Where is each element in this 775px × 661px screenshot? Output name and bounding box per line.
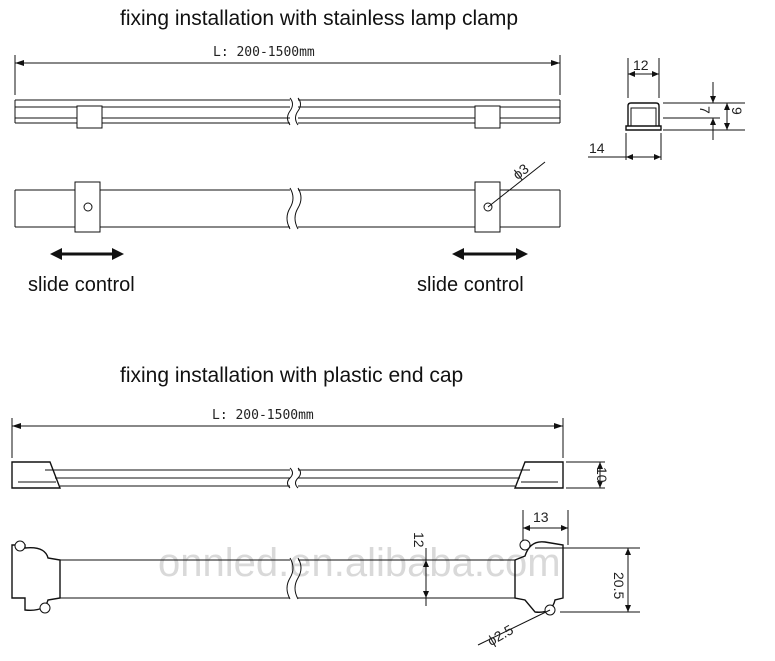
section1-cross-section: 12 7 9 14 xyxy=(588,57,745,160)
right-end-cap xyxy=(513,461,564,489)
section2-profile-side-view: 10 xyxy=(11,461,610,489)
section1-profile-side-view xyxy=(14,97,561,129)
watermark: onnled.en.alibaba.com xyxy=(158,541,561,585)
section2-length-dimension: L: 200-1500mm xyxy=(11,408,564,458)
section2-cap-width-dim: 13 xyxy=(533,509,549,525)
section1-base-dim: 14 xyxy=(589,140,605,156)
section2-cap-height-dim: 20.5 xyxy=(611,572,627,599)
slide-control-left-label: slide control xyxy=(28,274,135,296)
section1-inner-height-dim: 7 xyxy=(697,106,713,114)
section1-length-dimension: L: 200-1500mm xyxy=(14,45,561,95)
section1-outer-height-dim: 9 xyxy=(729,107,745,115)
slide-control-right-label: slide control xyxy=(417,274,524,296)
section2-hole-dim: ϕ2.5 xyxy=(484,621,516,649)
section2-title: fixing installation with plastic end cap xyxy=(120,364,463,387)
section1-hole-dim: ϕ3 xyxy=(510,160,532,182)
section1-title: fixing installation with stainless lamp … xyxy=(120,7,518,30)
section1-profile-top-view: ϕ3 xyxy=(14,160,561,233)
slide-control-left-arrow-icon xyxy=(50,248,124,260)
left-end-cap-top xyxy=(11,544,61,611)
section2-bar-width-dim: 12 xyxy=(411,532,427,548)
section2-profile-height-dim: 10 xyxy=(594,467,610,483)
slide-control-right-arrow-icon xyxy=(452,248,528,260)
section2-length-label: L: 200-1500mm xyxy=(212,408,314,423)
left-end-cap xyxy=(11,461,62,489)
section1-length-label: L: 200-1500mm xyxy=(213,45,315,60)
section1-width-dim: 12 xyxy=(633,57,649,73)
